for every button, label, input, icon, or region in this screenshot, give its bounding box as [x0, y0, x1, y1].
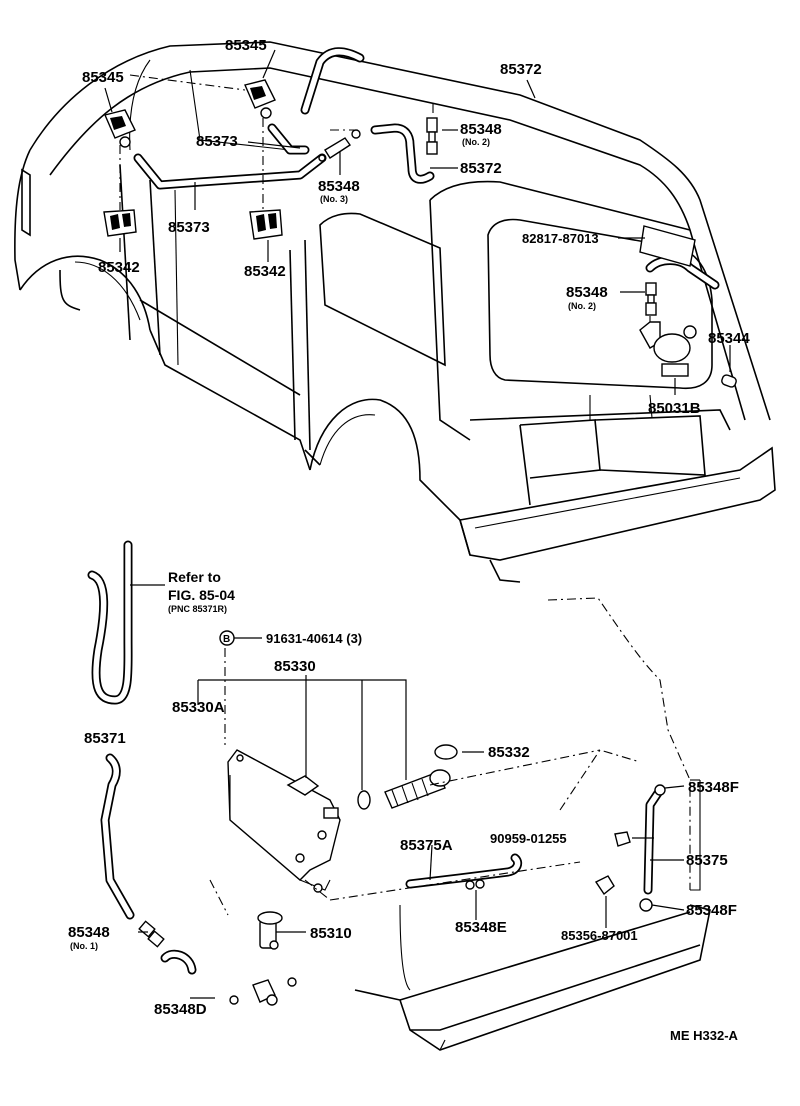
label-85345-left: 85345 [82, 69, 124, 86]
label-85344: 85344 [708, 330, 750, 347]
label-no2-right: (No. 2) [568, 301, 596, 311]
label-85330a: 85330A [172, 699, 225, 716]
label-85375a: 85375A [400, 837, 453, 854]
label-85348-no1: 85348 [68, 924, 110, 941]
caution-label-plate [639, 225, 696, 267]
label-85348-no2-right: 85348 [566, 284, 608, 301]
label-85330: 85330 [274, 658, 316, 675]
van-body-outline [14, 41, 776, 583]
label-85356-87001: 85356-87001 [561, 928, 638, 943]
figure-code: ME H332-A [670, 1028, 739, 1043]
label-85348-no3: 85348 [318, 178, 360, 195]
label-85342-mid: 85342 [244, 263, 286, 280]
label-fig-ref: FIG. 85-04 [168, 587, 235, 603]
bracket-85342-mid [249, 209, 283, 240]
label-85373-low: 85373 [168, 219, 210, 236]
bracket-85342-left [103, 209, 137, 237]
label-90959-01255: 90959-01255 [490, 831, 567, 846]
clamp-85356 [594, 875, 615, 896]
filler-cap-85332 [434, 744, 458, 760]
check-valve-85348-no1 [138, 920, 165, 948]
washer-tank-85330a [227, 749, 341, 893]
label-refer-to: Refer to [168, 569, 221, 585]
label-85345-top: 85345 [225, 37, 267, 54]
label-85332: 85332 [488, 744, 530, 761]
label-85372-mid: 85372 [460, 160, 502, 177]
check-valve-85348-no2-right [645, 282, 657, 316]
leader-lines [104, 49, 731, 999]
rear-nozzle-85031b [639, 321, 697, 377]
label-85342-left: 85342 [98, 259, 140, 276]
label-85372-top: 85372 [500, 61, 542, 78]
label-85348f-bottom: 85348F [686, 902, 737, 919]
part-labels: 85345 85345 85372 85373 85348 (No. 2) 85… [68, 37, 750, 1043]
joint-85348f-bottom [639, 898, 653, 912]
upper-guide-lines [119, 74, 651, 322]
label-85348e: 85348E [455, 919, 507, 936]
label-85375: 85375 [686, 852, 728, 869]
check-valve-85348-no3 [318, 129, 361, 162]
check-valve-85348-no2-top [426, 117, 438, 155]
washer-hose-85373 [133, 123, 327, 190]
grommet-90959 [614, 831, 631, 847]
label-85373-mid: 85373 [196, 133, 238, 150]
washer-nozzle-85345-right [244, 79, 276, 119]
washer-nozzle-85345-left [104, 109, 136, 148]
label-85310: 85310 [310, 925, 352, 942]
clip-85348e [465, 879, 485, 890]
label-pnc-ref: (PNC 85371R) [168, 604, 227, 614]
label-bolt-mark: B [223, 634, 230, 645]
label-91631-40614: 91631-40614 (3) [266, 631, 362, 646]
washer-pump-85310 [257, 911, 283, 950]
label-no3: (No. 3) [320, 194, 348, 204]
label-85371: 85371 [84, 730, 126, 747]
label-no1: (No. 1) [70, 941, 98, 951]
filler-clamp-and-tube [357, 769, 451, 810]
lower-body-phantom [209, 597, 711, 1051]
bottom-fasteners [229, 977, 297, 1006]
label-no2-top: (No. 2) [462, 137, 490, 147]
joint-85348f-top [654, 784, 666, 796]
label-85031b: 85031B [648, 400, 701, 417]
label-85348d: 85348D [154, 1001, 207, 1018]
label-82817-87013: 82817-87013 [522, 231, 599, 246]
label-85348-no2-top: 85348 [460, 121, 502, 138]
label-85348f-top: 85348F [688, 779, 739, 796]
grommet-85344 [721, 374, 737, 388]
